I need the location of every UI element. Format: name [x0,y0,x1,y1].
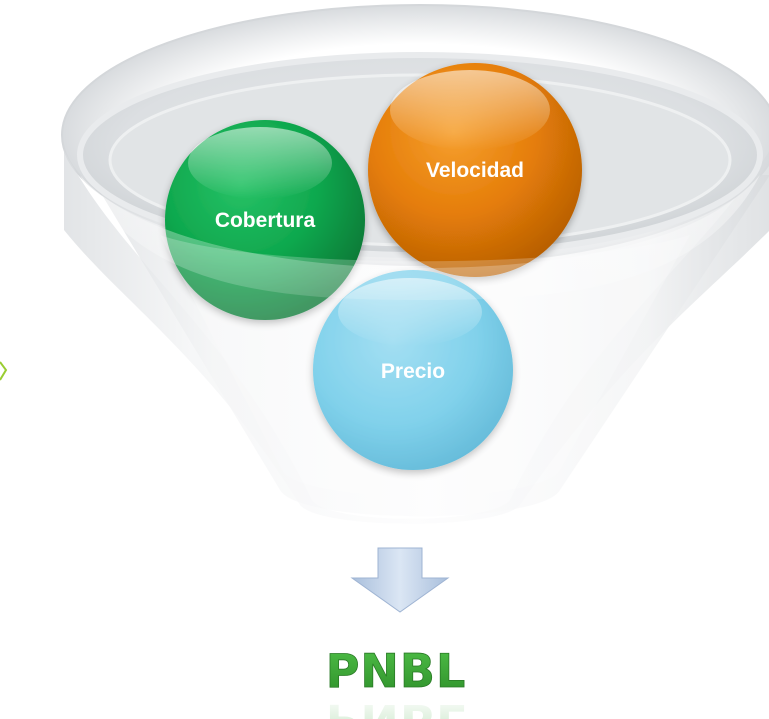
label-velocidad: Velocidad [426,159,524,182]
result-label-reflection: PNBL [326,694,467,719]
left-edge-chevron-icon [0,361,8,381]
funnel-front-lip [80,175,760,300]
result-label-pnbl: PNBL [326,644,467,698]
input-ball-velocidad [368,63,582,277]
svg-text:PNBL: PNBL [326,694,467,719]
down-arrow-icon [350,547,450,613]
label-cobertura: Cobertura [215,209,316,232]
label-precio: Precio [381,360,445,383]
funnel-front-glass [160,235,690,497]
